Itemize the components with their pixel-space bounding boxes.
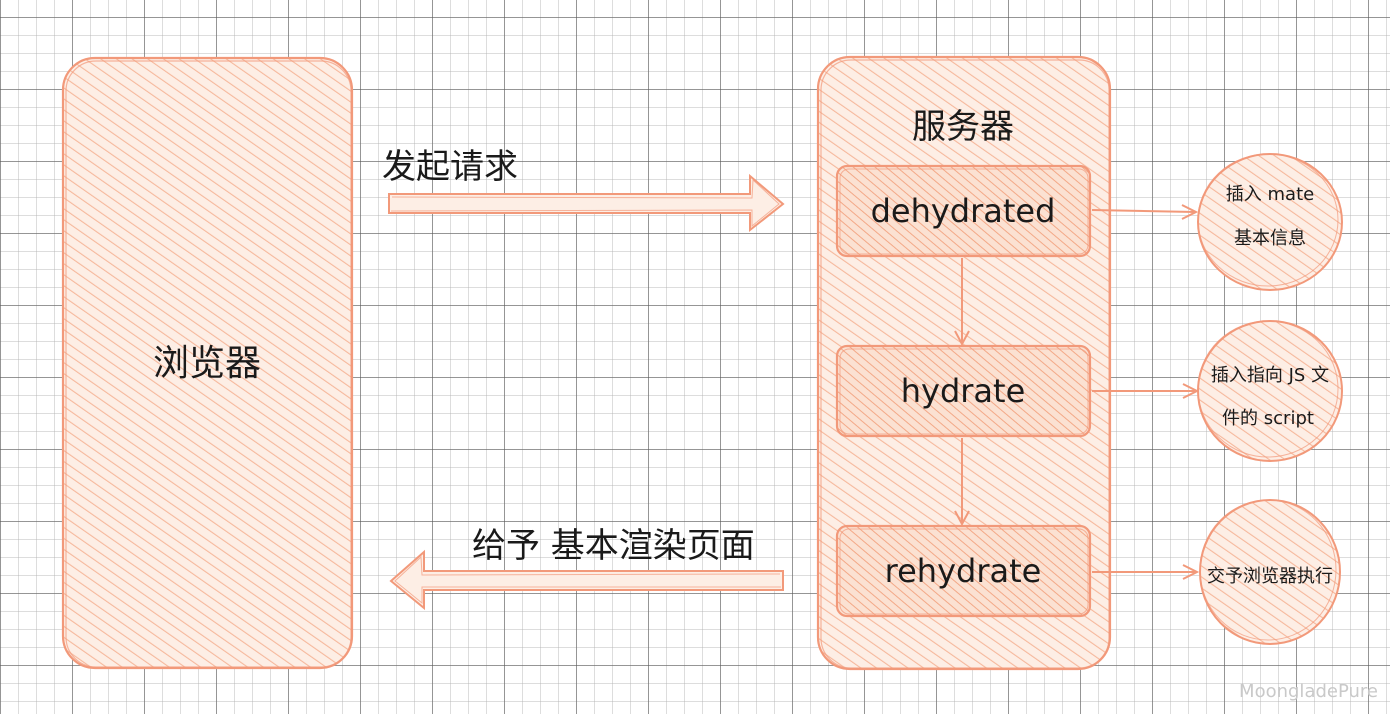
request-label: 发起请求 — [382, 147, 518, 187]
note-meta-info: 插入 mate 基本信息 — [1197, 153, 1343, 291]
note-browser-exec-line-1: 交予浏览器执行 — [1207, 566, 1333, 587]
note-js-script: 插入指向 JS 文 件的 script — [1197, 320, 1343, 462]
watermark: MoongladePure — [1239, 681, 1378, 702]
note-meta-info-line-2: 基本信息 — [1234, 228, 1306, 249]
note-js-script-line-1: 插入指向 JS 文 — [1211, 365, 1329, 386]
note-meta-info-line-1: 插入 mate — [1226, 184, 1314, 205]
connector-hydrate-to-rehydrate — [954, 438, 970, 527]
browser-label: 浏览器 — [153, 343, 261, 384]
stage-label-rehydrate: rehydrate — [885, 552, 1042, 590]
stage-hydrate: hydrate — [835, 344, 1092, 438]
browser-box: 浏览器 — [61, 56, 354, 670]
stage-rehydrate: rehydrate — [835, 524, 1092, 618]
note-browser-exec: 交予浏览器执行 — [1199, 499, 1341, 645]
note-js-script-line-2: 件的 script — [1222, 408, 1314, 429]
connector-rehydrate-note — [1092, 564, 1200, 580]
server-label: 服务器 — [912, 107, 1014, 147]
request-arrow: 发起请求 — [382, 147, 785, 233]
response-label: 给予 基本渲染页面 — [472, 526, 755, 566]
connector-dehydrated-note — [1091, 204, 1199, 220]
stage-label-hydrate: hydrate — [901, 372, 1026, 410]
stage-dehydrated: dehydrated — [835, 164, 1092, 258]
response-arrow: 给予 基本渲染页面 — [389, 526, 784, 611]
connector-dehydrated-to-hydrate — [954, 258, 970, 347]
stage-label-dehydrated: dehydrated — [871, 192, 1056, 230]
